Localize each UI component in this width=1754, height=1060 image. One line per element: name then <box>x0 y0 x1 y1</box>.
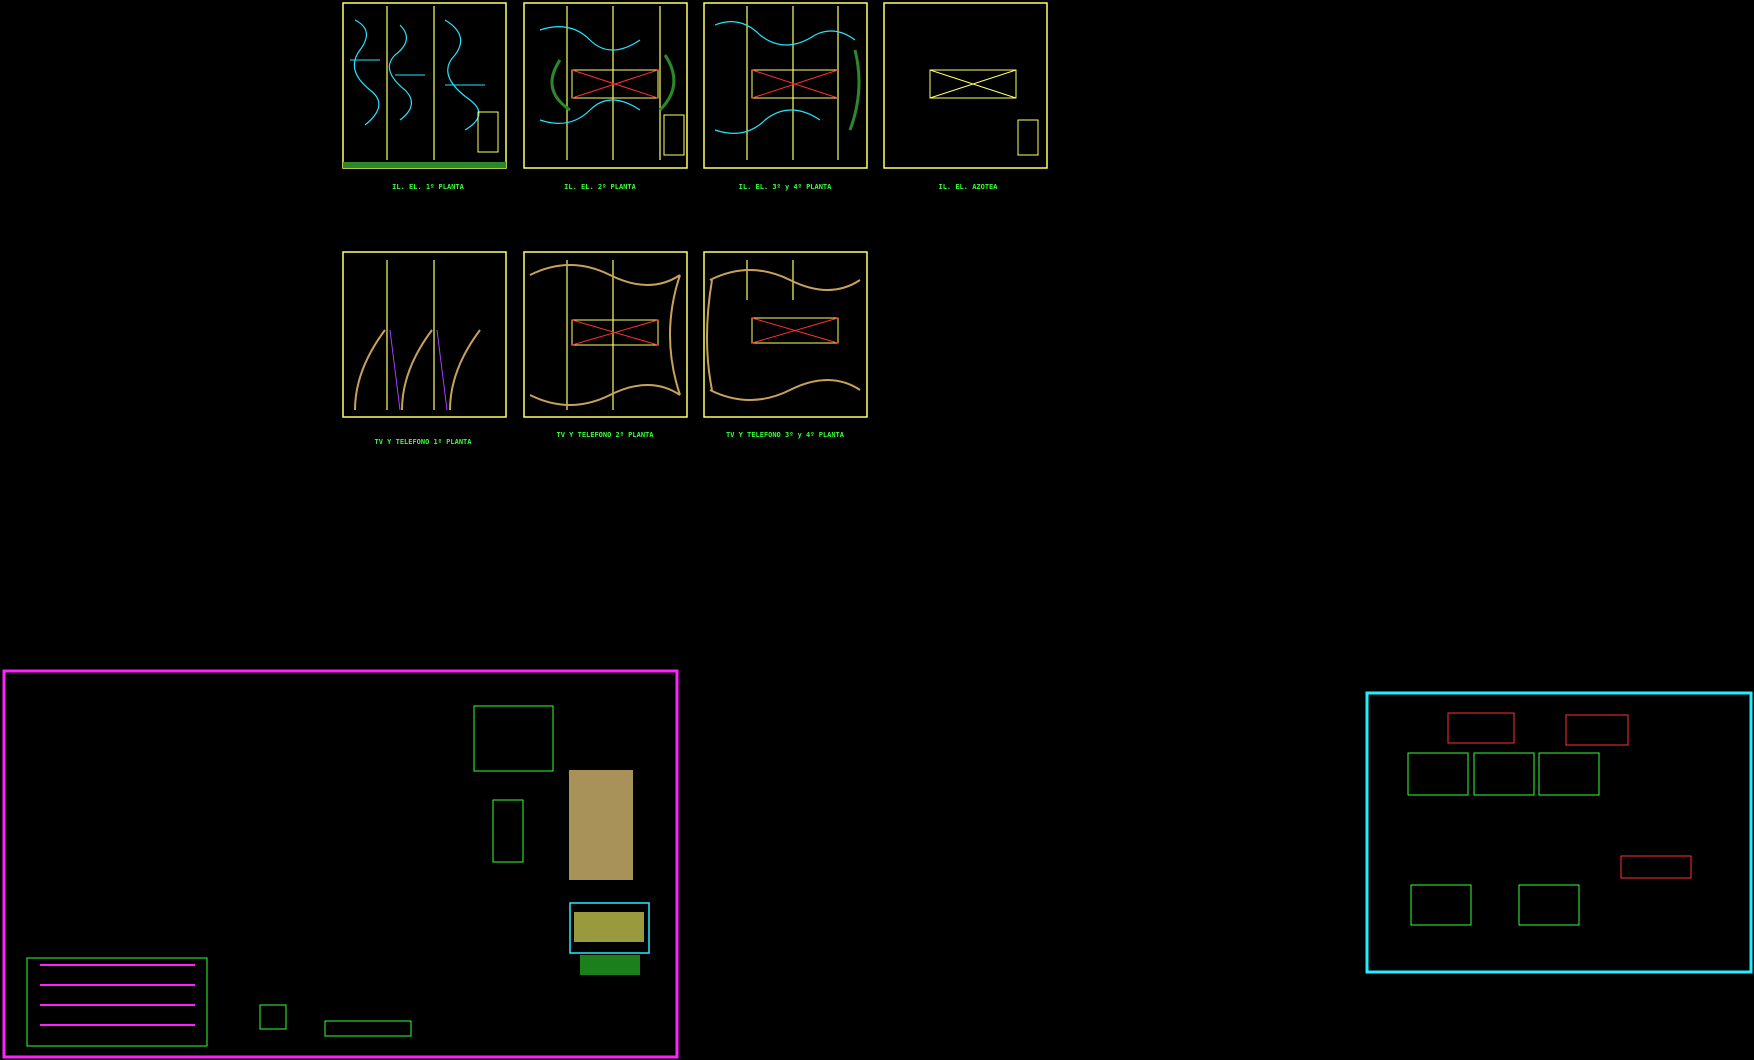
diagrams-sheet[interactable] <box>1365 691 1753 974</box>
lighting-circuit <box>714 21 856 134</box>
void-mark <box>751 317 839 344</box>
circuit-table <box>1518 884 1580 926</box>
lighting-circuit <box>353 19 380 126</box>
plan-lighting-1st-floor[interactable]: IL. EL. 1º PLANTA <box>342 2 507 191</box>
void-mark <box>929 69 1017 99</box>
specs-block <box>580 955 640 975</box>
sheet-frame <box>2 669 679 1059</box>
plan-tv-phone-3rd-4th-floor[interactable]: TV Y TELEFONO 3º y 4º PLANTA <box>703 251 868 439</box>
meter-cabinet <box>569 770 633 880</box>
feeder <box>550 54 676 112</box>
courtyard <box>571 319 659 346</box>
circuit-table <box>1410 884 1472 926</box>
plan-outline <box>523 251 688 418</box>
plan-title: IL. EL. 1º PLANTA <box>392 183 464 191</box>
details-sheet[interactable] <box>2 669 679 1059</box>
stair <box>1017 119 1039 156</box>
lighting-circuit <box>350 59 485 86</box>
courtyard <box>751 69 839 99</box>
plan-lighting-3rd-4th-floor[interactable]: IL. EL. 3º y 4º PLANTA <box>703 2 868 191</box>
plan-title: IL. EL. 2º PLANTA <box>564 183 636 191</box>
circuit-table <box>1473 752 1535 796</box>
plan-tv-phone-2nd-floor[interactable]: TV Y TELEFONO 2º PLANTA <box>523 251 688 439</box>
detail-box <box>259 1004 287 1030</box>
plan-lighting-roof[interactable]: IL. EL. AZOTEA <box>883 2 1048 191</box>
diagram-frame <box>26 957 208 1047</box>
plan-lighting-2nd-floor[interactable]: IL. EL. 2º PLANTA <box>523 2 688 191</box>
load-table <box>1565 714 1629 746</box>
plan-title: TV Y TELEFONO 2º PLANTA <box>557 431 655 439</box>
stair <box>663 114 685 156</box>
plan-title: IL. EL. 3º y 4º PLANTA <box>739 183 833 191</box>
circuit-table <box>1538 752 1600 796</box>
plan-outline <box>523 2 688 169</box>
tv-cable <box>706 269 861 401</box>
grounding-well-detail <box>492 799 524 863</box>
plan-outline <box>703 251 868 418</box>
load-table <box>1620 855 1692 879</box>
plan-title: IL. EL. AZOTEA <box>938 183 998 191</box>
single-line-diagram[interactable] <box>26 957 208 1047</box>
plan-title: TV Y TELEFONO 1º PLANTA <box>375 438 473 446</box>
lighting-circuit <box>444 19 480 131</box>
courtyard <box>571 69 659 99</box>
legend-box <box>324 1020 412 1037</box>
stair <box>477 111 499 153</box>
notes-text-block <box>574 912 644 942</box>
feeder <box>848 49 861 131</box>
plan-outline <box>342 251 507 418</box>
plan-tv-phone-1st-floor[interactable]: TV Y TELEFONO 1º PLANTA <box>342 251 507 446</box>
electrical-panel-detail <box>473 705 554 772</box>
lighting-circuit <box>388 24 412 121</box>
void-mark <box>571 69 659 99</box>
courtyard <box>929 69 1017 99</box>
circuit-table <box>1407 752 1469 796</box>
tv-cable <box>529 264 681 406</box>
plan-outline <box>703 2 868 169</box>
lighting-circuit <box>539 26 641 124</box>
plan-title: TV Y TELEFONO 3º y 4º PLANTA <box>726 431 845 439</box>
void-mark <box>571 319 659 346</box>
load-table <box>1447 712 1515 744</box>
courtyard <box>751 317 839 344</box>
sheet-frame <box>1365 691 1753 974</box>
void-mark <box>751 69 839 99</box>
notes-box <box>569 902 650 954</box>
phone-conduit <box>389 329 448 411</box>
tv-cable <box>354 329 481 411</box>
plan-outline <box>883 2 1048 169</box>
